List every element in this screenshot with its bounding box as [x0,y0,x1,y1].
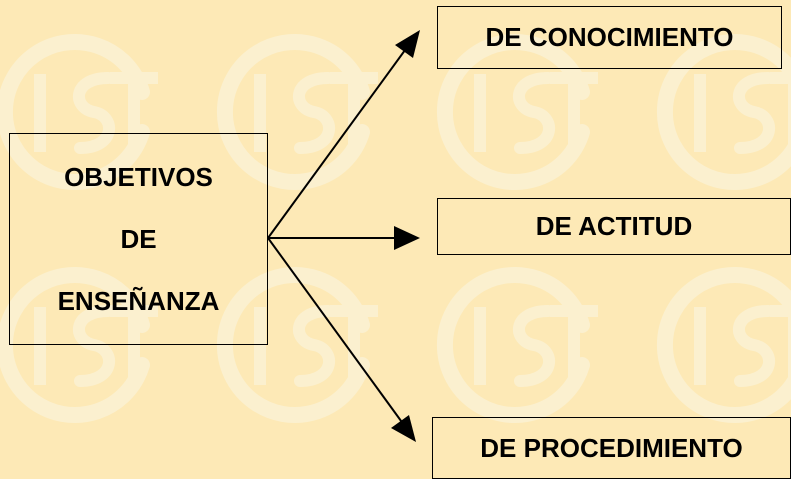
target-label-conocimiento: DE CONOCIMIENTO [485,22,734,52]
objetivos-de-ensenanza-box: OBJETIVOS DE ENSEÑANZA [9,133,268,345]
source-line-2: DE [120,224,157,254]
source-line-1: OBJETIVOS [64,162,213,192]
de-actitud-box: DE ACTITUD [437,198,791,255]
de-procedimiento-box: DE PROCEDIMIENTO [432,417,791,479]
arrow-to-actitud [268,226,420,250]
source-line-3: ENSEÑANZA [57,286,220,316]
target-label-procedimiento: DE PROCEDIMIENTO [480,432,743,463]
arrow-to-conocimiento [267,30,420,239]
target-label-actitud: DE ACTITUD [535,211,693,241]
arrow-to-procedimiento [267,237,416,442]
de-conocimiento-box: DE CONOCIMIENTO [437,6,782,69]
